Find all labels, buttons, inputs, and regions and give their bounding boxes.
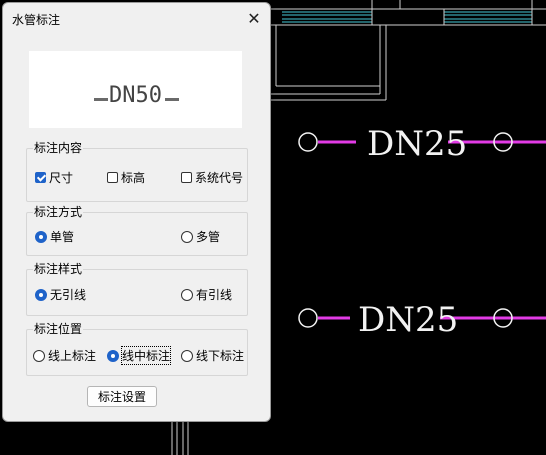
radio-no-leader-dot[interactable]: [35, 288, 47, 301]
radio-below-line-dot[interactable]: [181, 349, 193, 362]
group-position-legend: 标注位置: [33, 321, 84, 337]
checkbox-elevation-box[interactable]: [107, 172, 118, 183]
checkbox-system-code[interactable]: 系统代号: [181, 169, 243, 186]
checkbox-elevation[interactable]: 标高: [107, 169, 145, 186]
close-icon[interactable]: ✕: [247, 9, 261, 28]
radio-single-pipe[interactable]: 单管: [35, 228, 74, 245]
duct-lines: [282, 11, 532, 23]
annotation-settings-button[interactable]: 标注设置: [87, 386, 157, 407]
pipe-upper-node-right[interactable]: [493, 132, 513, 152]
pipe-annotation-dialog: 水管标注 ✕ DN50 标注内容 尺寸 标高 系统代号 标注方式 单管 多管: [2, 2, 271, 422]
radio-multi-pipe-label: 多管: [196, 230, 221, 244]
pipe-lower[interactable]: DN25: [298, 300, 546, 340]
group-content: 标注内容 尺寸 标高 系统代号: [26, 140, 248, 202]
radio-above-line-dot[interactable]: [33, 349, 45, 362]
radio-no-leader-label: 无引线: [50, 288, 87, 302]
radio-single-pipe-dot[interactable]: [35, 230, 47, 243]
radio-middle-line-label: 线中标注: [120, 346, 172, 365]
pipe-lower-label: DN25: [358, 300, 458, 340]
radio-multi-pipe-dot[interactable]: [181, 230, 193, 243]
radio-no-leader[interactable]: 无引线: [35, 286, 86, 303]
group-method: 标注方式 单管 多管: [26, 204, 248, 256]
radio-with-leader[interactable]: 有引线: [181, 286, 232, 303]
group-style: 标注样式 无引线 有引线: [26, 261, 248, 316]
preview-dash-right: [165, 98, 179, 101]
radio-above-line[interactable]: 线上标注: [33, 347, 96, 364]
preview-label: DN50: [109, 83, 162, 108]
radio-above-line-label: 线上标注: [48, 349, 97, 363]
pipe-lower-node-left[interactable]: [298, 308, 318, 328]
radio-below-line-label: 线下标注: [196, 349, 245, 363]
checkbox-system-code-label: 系统代号: [195, 171, 244, 185]
radio-with-leader-label: 有引线: [196, 288, 233, 302]
checkbox-system-code-box[interactable]: [181, 172, 192, 183]
checkbox-elevation-label: 标高: [121, 171, 146, 185]
group-method-legend: 标注方式: [33, 204, 84, 220]
group-style-legend: 标注样式: [33, 261, 84, 277]
radio-middle-line[interactable]: 线中标注: [107, 346, 172, 365]
radio-multi-pipe[interactable]: 多管: [181, 228, 220, 245]
dialog-title: 水管标注: [12, 13, 61, 27]
pipe-upper[interactable]: DN25: [298, 124, 546, 164]
checkbox-size-label: 尺寸: [49, 171, 74, 185]
annotation-preview: DN50: [29, 51, 242, 128]
pipe-upper-label: DN25: [367, 124, 467, 164]
radio-single-pipe-label: 单管: [50, 230, 75, 244]
pipe-lower-node-right[interactable]: [493, 308, 513, 328]
radio-below-line[interactable]: 线下标注: [181, 347, 244, 364]
group-position: 标注位置 线上标注 线中标注 线下标注: [26, 321, 248, 376]
checkbox-size-box[interactable]: [35, 172, 46, 183]
radio-middle-line-dot[interactable]: [107, 349, 119, 362]
preview-dash-left: [94, 98, 108, 101]
checkbox-size[interactable]: 尺寸: [35, 169, 73, 186]
group-content-legend: 标注内容: [33, 140, 84, 156]
radio-with-leader-dot[interactable]: [181, 288, 193, 301]
pipe-upper-node-left[interactable]: [298, 132, 318, 152]
